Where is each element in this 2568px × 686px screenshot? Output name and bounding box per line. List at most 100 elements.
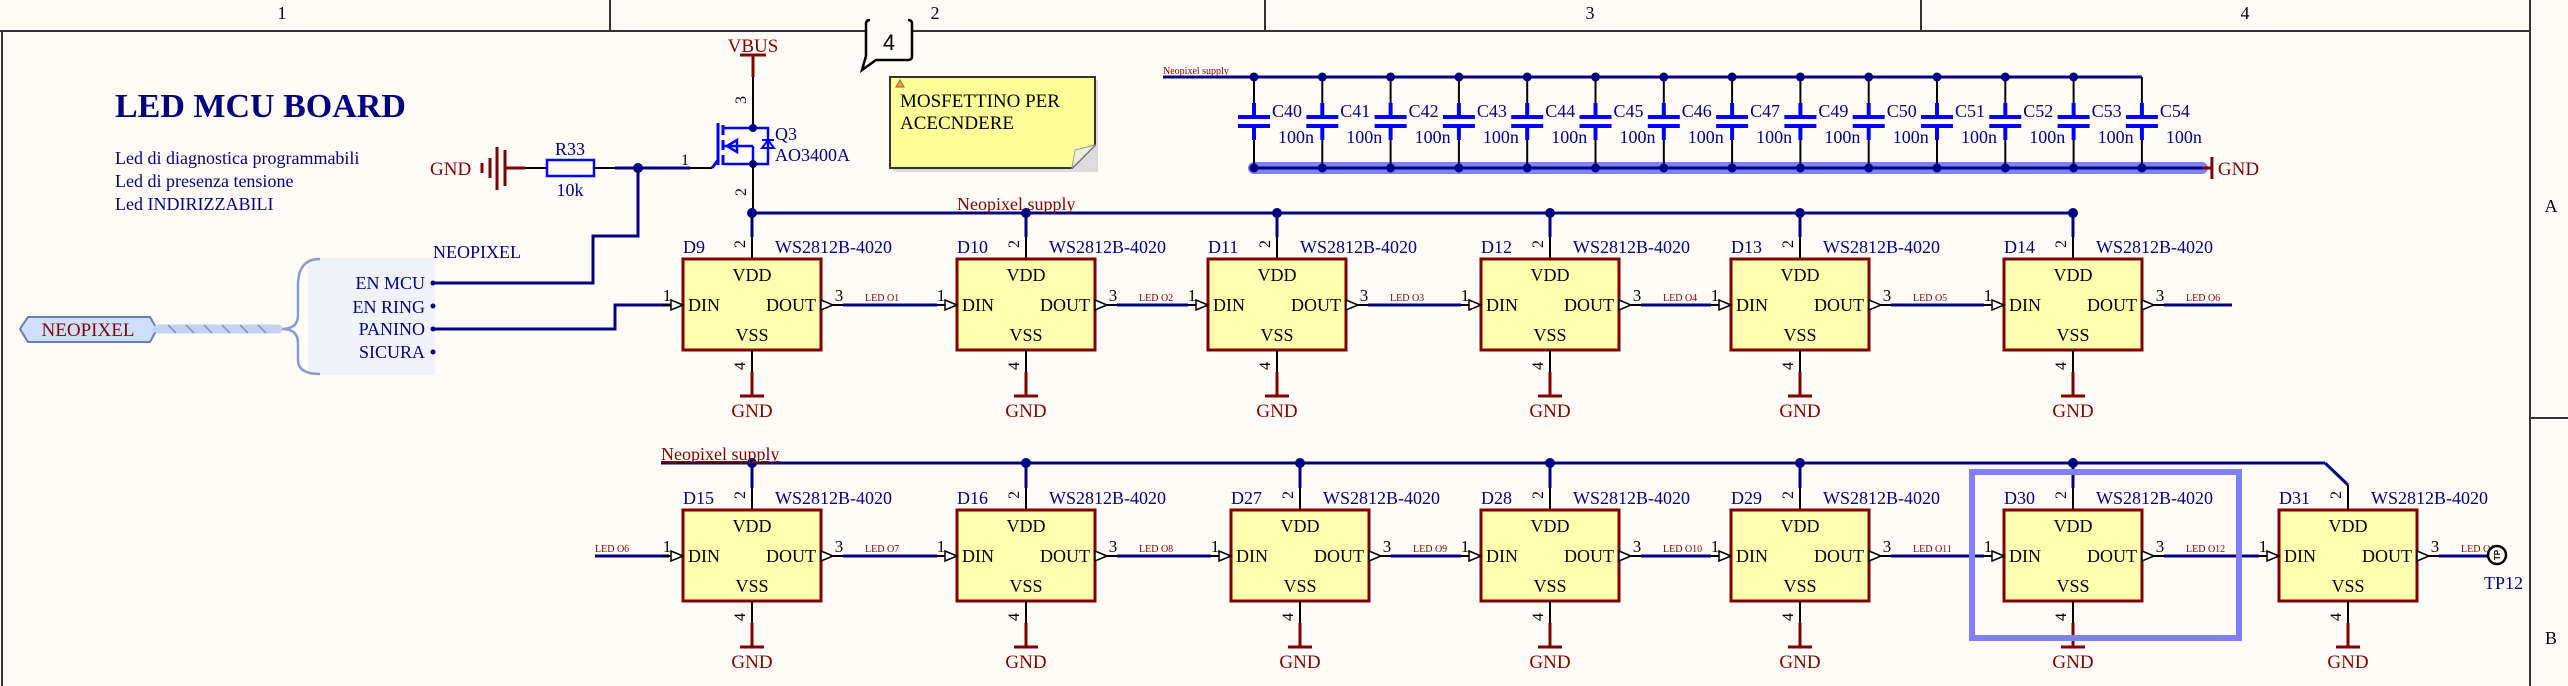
cap-designator: C53	[2092, 101, 2122, 121]
pin-name-din: DIN	[1486, 295, 1518, 315]
column-label-3: 3	[1586, 3, 1595, 23]
pin-name-vss: VSS	[1260, 325, 1293, 345]
pin-name-vdd: VDD	[2054, 516, 2093, 536]
gnd-port-label: GND	[430, 159, 471, 180]
pin-name-din: DIN	[688, 295, 720, 315]
led-body[interactable]	[955, 257, 1097, 352]
pin-name-dout: DOUT	[766, 546, 816, 566]
input-arrow-icon	[670, 298, 685, 312]
junction-dot	[1454, 163, 1464, 173]
input-arrow-icon	[944, 298, 959, 312]
junction-dot	[1249, 163, 1259, 173]
harness-port-label: NEOPIXEL	[42, 320, 135, 341]
pin-number: 1	[681, 152, 689, 169]
pin-name-vdd: VDD	[1531, 265, 1570, 285]
pin-name-vss: VSS	[1009, 576, 1042, 596]
junction-dot	[1522, 72, 1532, 82]
pin-name-vdd: VDD	[1258, 265, 1297, 285]
pin-number: 3	[1360, 286, 1369, 305]
led-part-number: WS2812B-4020	[2096, 237, 2213, 257]
cap-designator: C42	[1409, 101, 1439, 121]
pin-name-din: DIN	[1213, 295, 1245, 315]
junction-dot	[2137, 163, 2147, 173]
pin-name-din: DIN	[1236, 546, 1268, 566]
harness-entry-en-ring: EN RING	[353, 297, 426, 317]
led-body[interactable]	[1229, 508, 1371, 603]
pin-number: 3	[835, 286, 844, 305]
led-body[interactable]	[1206, 257, 1348, 352]
gnd-port-label: GND	[1256, 401, 1297, 422]
gnd-port-label: GND	[1779, 652, 1820, 673]
supply-net-label-row2: Neopixel supply	[661, 444, 780, 464]
input-arrow-icon	[1468, 298, 1483, 312]
pin-number: 1	[1711, 537, 1720, 556]
selection-highlight[interactable]	[1969, 469, 2242, 641]
led-body[interactable]	[1729, 257, 1871, 352]
junction-dot	[1454, 72, 1464, 82]
pin-number: 2	[1006, 491, 1023, 499]
pin-name-din: DIN	[1486, 546, 1518, 566]
resistor-r33[interactable]: GND R33 10k	[430, 139, 690, 285]
net-label: LED O6	[2186, 293, 2220, 304]
led-part-number: WS2812B-4020	[2096, 488, 2213, 508]
tp-designator: TP12	[2484, 573, 2523, 593]
vbus-port-label: VBUS	[728, 36, 779, 57]
signal-harness[interactable]: NEOPIXEL EN MCU EN RING PANINO SICURA NE…	[18, 242, 683, 376]
pin-name-dout: DOUT	[2362, 546, 2412, 566]
led-body[interactable]	[2002, 508, 2144, 603]
comment-balloon[interactable]: 4	[859, 18, 914, 74]
pin-name-dout: DOUT	[2087, 546, 2137, 566]
note-box[interactable]: MOSFETTINO PER ACECNDERE	[889, 76, 1098, 172]
led-body[interactable]	[1479, 508, 1621, 603]
led-body[interactable]	[681, 257, 823, 352]
pin-number: 4	[2328, 613, 2345, 621]
pin-number: 4	[732, 613, 749, 621]
mosfet-q3[interactable]: VBUS 3 1 2 Q3 AO3400A	[681, 36, 850, 213]
pin-name-vss: VSS	[735, 576, 768, 596]
net-label: LED O4	[1663, 293, 1697, 304]
pin-number: 2	[1780, 491, 1797, 499]
led-part-number: WS2812B-4020	[1049, 237, 1166, 257]
led-part-number: WS2812B-4020	[775, 488, 892, 508]
pin-number: 1	[1211, 537, 1220, 556]
led-part-number: WS2812B-4020	[1323, 488, 1440, 508]
pin-number: 1	[1188, 286, 1197, 305]
pin-name-vdd: VDD	[733, 516, 772, 536]
supply-net-label-row1: Neopixel supply	[957, 194, 1076, 214]
pin-number: 4	[1530, 362, 1547, 370]
pin-name-dout: DOUT	[1814, 295, 1864, 315]
output-arrow-icon	[1094, 298, 1109, 312]
pin-number: 3	[2431, 537, 2440, 556]
test-point-tp12[interactable]: TP TP12	[2484, 544, 2523, 593]
output-arrow-icon	[1868, 298, 1883, 312]
title-line: Led di diagnostica programmabili	[115, 148, 359, 168]
